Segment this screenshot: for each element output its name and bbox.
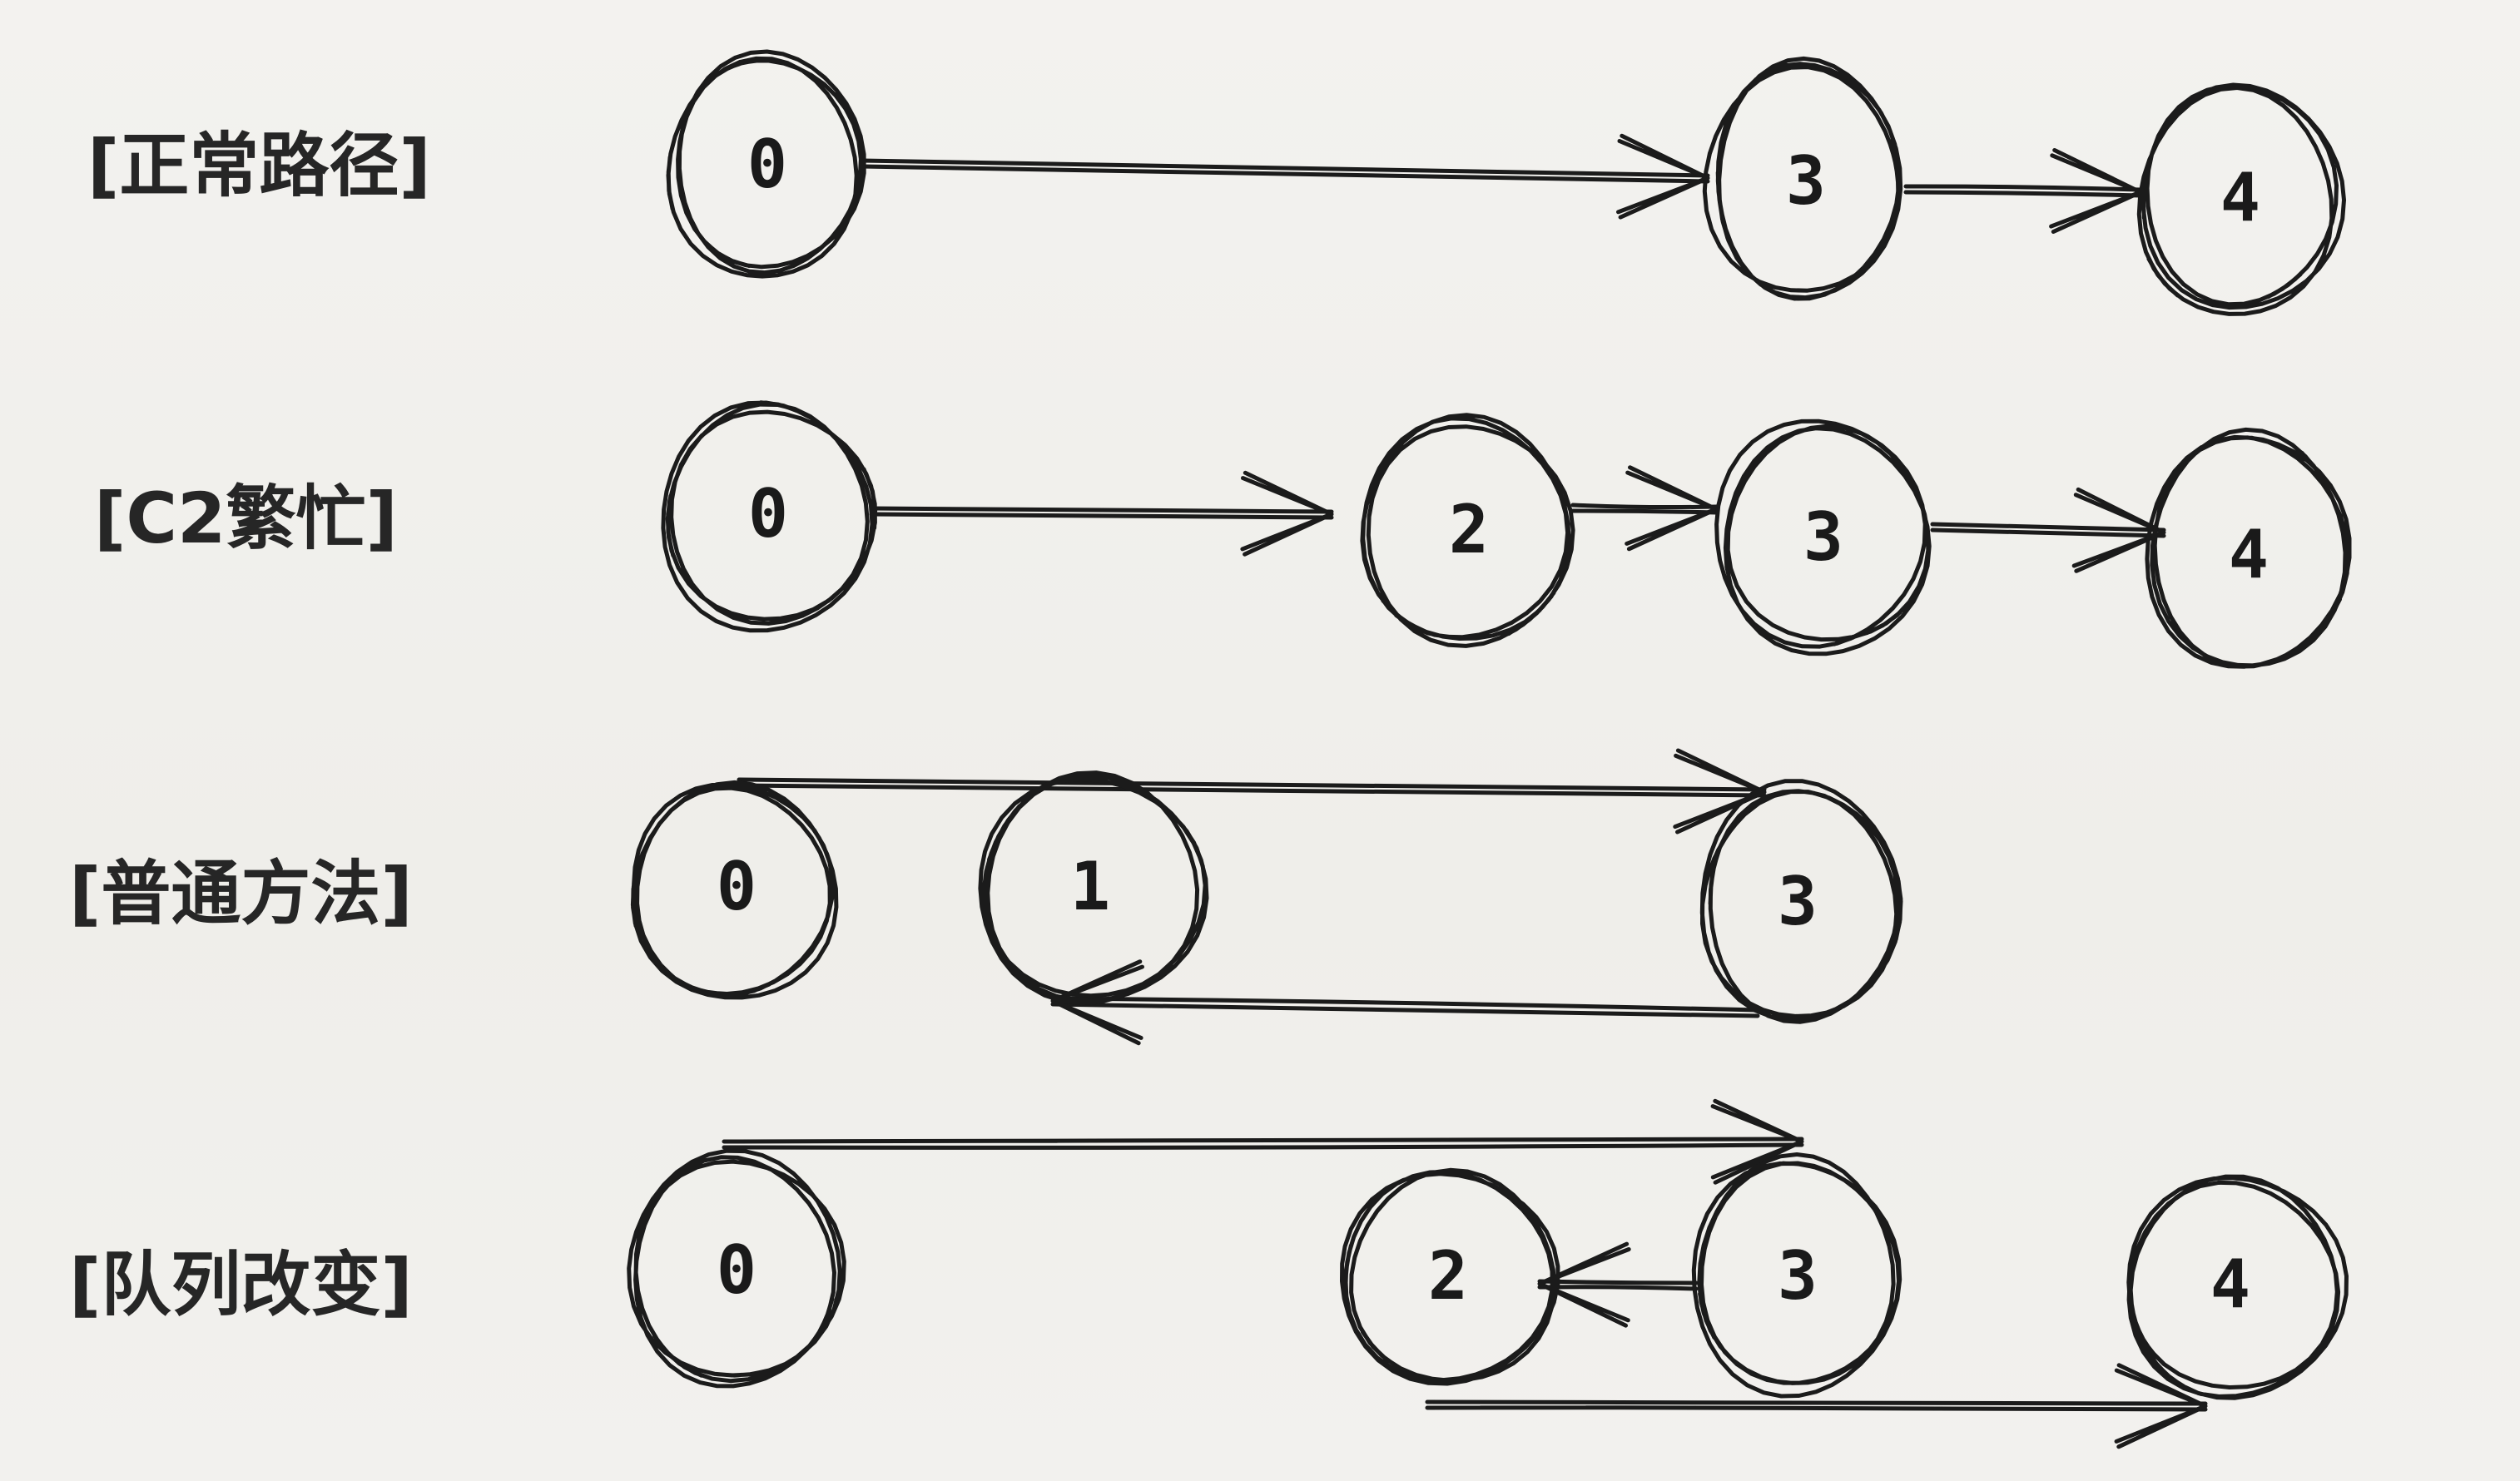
- node-circle: [630, 780, 839, 1000]
- diagram-row: [队列改变] 0 2 3 4: [69, 1098, 2349, 1449]
- edge-0-to-3: [860, 158, 1710, 184]
- node-label: 0: [748, 475, 788, 552]
- node-4: 4: [2145, 427, 2352, 669]
- node-label: 3: [1803, 498, 1843, 576]
- diagram-row: [普通方法] 0 1 3: [69, 748, 1903, 1046]
- arrowhead-icon: [1537, 1241, 1631, 1328]
- node-circle: [978, 770, 1209, 1006]
- node-4: 4: [2136, 82, 2346, 316]
- node-circle: [1699, 779, 1903, 1024]
- edge-3-to-4: [1930, 522, 2166, 538]
- node-label: 3: [1786, 142, 1826, 220]
- node-0: 0: [627, 1148, 846, 1389]
- node-circle: [661, 400, 878, 633]
- node-3: 3: [1714, 419, 1932, 656]
- diagram-row: [C2繁忙] 0 2 3 4: [94, 400, 2352, 669]
- arrowhead-icon: [1050, 959, 1144, 1046]
- arrowhead-icon: [1240, 470, 1334, 557]
- node-circle: [666, 49, 866, 279]
- node-circle: [2145, 427, 2352, 669]
- edge-0-to-2: [869, 506, 1334, 520]
- row-label: [正常路径]: [87, 125, 431, 206]
- node-3: 3: [1691, 1152, 1902, 1399]
- node-circle: [627, 1148, 846, 1389]
- edge-0-to-3: [737, 777, 1767, 798]
- node-circle: [1702, 56, 1903, 301]
- edge-2-to-3: [1570, 503, 1719, 515]
- node-label: 4: [2220, 159, 2260, 236]
- edge-3-to-1: [1050, 996, 1760, 1018]
- edge-3-to-4: [1903, 184, 2143, 198]
- node-label: 0: [717, 1231, 756, 1309]
- edge-2-to-4: [1425, 1399, 2208, 1412]
- node-label: 4: [2229, 516, 2269, 593]
- arrowhead-icon: [1616, 133, 1710, 220]
- node-label: 0: [717, 848, 756, 925]
- node-3: 3: [1699, 779, 1903, 1024]
- node-label: 1: [1070, 848, 1110, 925]
- arrowhead-icon: [1710, 1098, 1804, 1185]
- node-4: 4: [2126, 1174, 2349, 1400]
- node-circle: [1340, 1167, 1560, 1386]
- node-circle: [1360, 413, 1575, 648]
- node-2: 2: [1340, 1167, 1560, 1386]
- node-0: 0: [630, 780, 839, 1000]
- node-label: 3: [1778, 863, 1818, 940]
- arrowhead-icon: [1673, 748, 1767, 835]
- node-label: 2: [1428, 1237, 1468, 1315]
- diagram-row: [正常路径] 0 3 4: [87, 49, 2346, 316]
- node-label: 3: [1778, 1237, 1818, 1315]
- edge-0-to-3: [722, 1137, 1804, 1150]
- node-label: 0: [747, 126, 787, 203]
- node-label: 2: [1449, 491, 1489, 568]
- row-label: [队列改变]: [69, 1244, 413, 1325]
- node-circle: [1691, 1152, 1902, 1399]
- node-0: 0: [661, 400, 878, 633]
- arrowhead-icon: [2114, 1363, 2208, 1449]
- node-3: 3: [1702, 56, 1903, 301]
- node-circle: [2126, 1174, 2349, 1400]
- node-1: 1: [978, 770, 1209, 1006]
- arrowhead-icon: [2071, 487, 2166, 573]
- node-circle: [1714, 419, 1932, 656]
- row-label: [C2繁忙]: [94, 478, 398, 559]
- node-label: 4: [2210, 1246, 2250, 1323]
- node-0: 0: [666, 49, 866, 279]
- node-circle: [2136, 82, 2346, 316]
- row-label: [普通方法]: [69, 853, 413, 934]
- edge-3-to-2: [1537, 1279, 1699, 1291]
- node-2: 2: [1360, 413, 1575, 648]
